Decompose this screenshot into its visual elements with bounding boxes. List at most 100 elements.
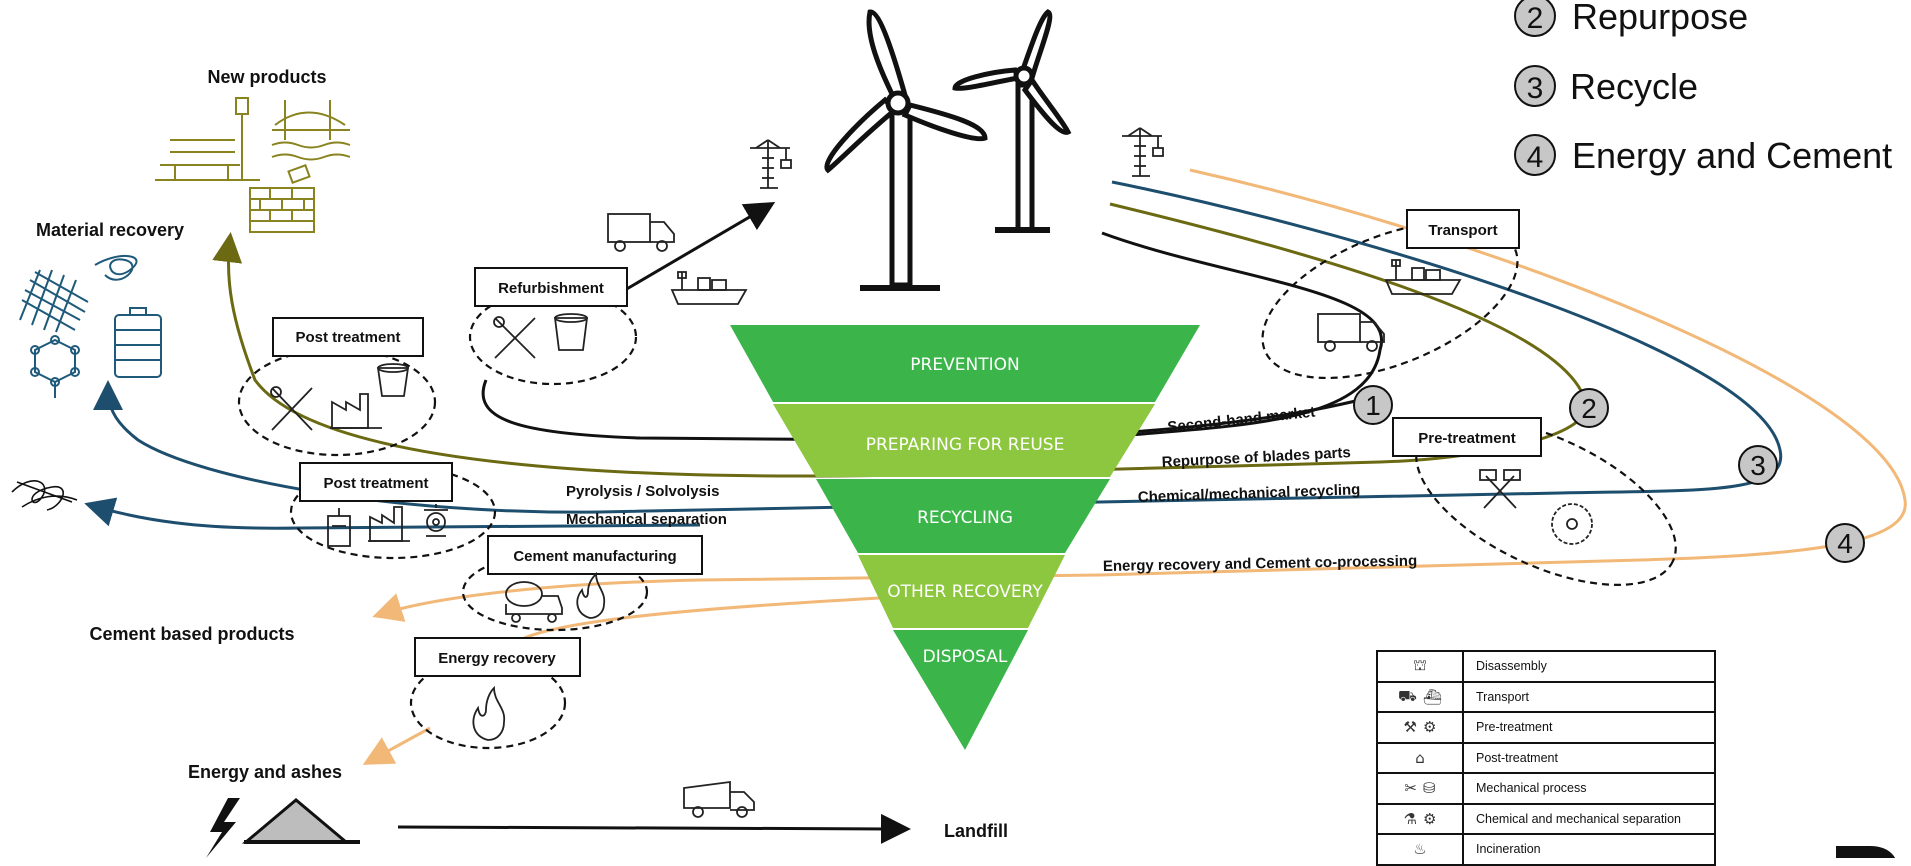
tier-label: OTHER RECOVERY — [887, 582, 1043, 602]
icon-legend-row: ⚗⚙Chemical and mechanical separation — [1378, 804, 1714, 835]
lab-icon — [327, 508, 351, 547]
svg-text:2: 2 — [1527, 2, 1544, 35]
chemical-mechanical-recycling-label: Chemical/mechanical recycling — [1138, 481, 1361, 506]
molecule-icon — [30, 335, 80, 398]
tier-disposal — [893, 630, 1028, 750]
flame-icon — [576, 571, 606, 619]
cement-manufacturing-group — [461, 552, 649, 632]
truck-icon — [607, 213, 675, 252]
factory-icon — [368, 506, 410, 542]
svg-text:Repurpose: Repurpose — [1572, 0, 1748, 37]
tier-label: DISPOSAL — [923, 647, 1008, 667]
bucket-icon — [376, 363, 410, 397]
dump-truck-icon — [683, 780, 755, 818]
gear-icon: ⚙ — [1423, 809, 1437, 828]
hammers-icon: ⚒ — [1403, 718, 1417, 737]
route-number-4: 4 — [1825, 523, 1865, 563]
svg-text:4: 4 — [1837, 528, 1853, 559]
fibre-tangle-icon — [94, 254, 138, 281]
svg-text:2: 2 — [1581, 393, 1597, 424]
tools-icon — [270, 386, 313, 431]
new-products-label: New products — [207, 67, 326, 87]
icon-legend-label: Pre-treatment — [1476, 720, 1553, 735]
refurbishment-group — [468, 288, 638, 386]
bricks-icon — [249, 164, 315, 233]
icon-legend-row: ♨Incineration — [1378, 835, 1714, 866]
waste-hierarchy-pyramid: PREVENTION PREPARING FOR REUSE RECYCLING… — [730, 325, 1200, 750]
bridge-icon — [271, 100, 351, 161]
icon-legend-label: Mechanical process — [1476, 781, 1587, 796]
svg-text:3: 3 — [1527, 72, 1544, 105]
tier-prevention — [730, 325, 1200, 402]
legend-item-recycle: 3 Recycle — [1514, 65, 1698, 107]
new-products-icons — [155, 97, 351, 233]
icon-legend-row: ⛟⛴ Transport — [1378, 682, 1714, 713]
svg-text:3: 3 — [1750, 450, 1766, 481]
crane-icon: ⛫ — [1413, 656, 1427, 675]
repurpose-blades-label: Repurpose of blades parts — [1161, 444, 1351, 471]
landfill-arrow — [397, 813, 911, 844]
logo-fragment — [1836, 846, 1895, 858]
svg-text:4: 4 — [1527, 141, 1544, 174]
material-recovery-icons — [19, 254, 162, 398]
flame-icon: ♨ — [1413, 840, 1427, 859]
tier-label: PREPARING FOR REUSE — [866, 435, 1065, 455]
tools-icon — [493, 316, 536, 359]
recycle-to-fibres-arrow — [84, 497, 701, 530]
ash-pile-icon — [241, 798, 360, 844]
refurbishment-box — [474, 267, 628, 307]
energy-recovery-box — [414, 637, 581, 677]
reuse-route-line — [1101, 231, 1384, 437]
saw-blade-icon: ⚙ — [1423, 718, 1437, 737]
pre-treatment-group — [1415, 418, 1677, 586]
bucket-icon — [553, 313, 589, 351]
bucket-icon: ⛁ — [1423, 779, 1436, 798]
wind-turbine-icon — [824, 9, 988, 291]
pre-treatment-label: Pre-treatment — [1418, 430, 1516, 447]
truck-icon: ⛟ — [1398, 686, 1417, 705]
refurbishment-label: Refurbishment — [498, 280, 604, 297]
tools-icon: ✂ — [1404, 779, 1417, 798]
material-recovery-label: Material recovery — [36, 220, 184, 240]
icon-legend-label: Chemical and mechanical separation — [1476, 811, 1681, 826]
transport-label: Transport — [1428, 222, 1497, 239]
icon-legend-table: ⛫Disassembly⛟⛴ Transport ⚒ ⚙ Pre-treatment ⌂P… — [1376, 650, 1716, 866]
icon-legend-row: ✂⛁Mechanical process — [1378, 774, 1714, 805]
crane-icon — [750, 139, 792, 189]
icon-legend-icons: ✂⛁ — [1378, 774, 1464, 803]
bench-icon — [155, 139, 260, 181]
saw-blade-icon — [1551, 503, 1593, 545]
refurb-to-turbine-arrow — [624, 201, 776, 292]
tier-label: RECYCLING — [917, 508, 1013, 528]
ship-icon — [670, 271, 748, 305]
energy-to-recovery-line — [519, 596, 881, 642]
icon-legend-label: Transport — [1476, 689, 1530, 704]
legend-item-energy-cement: 4 Energy and Cement — [1514, 134, 1892, 176]
fibres-icon — [11, 480, 78, 511]
legend-item-repurpose: 2 Repurpose — [1514, 0, 1748, 37]
tier-label: PREVENTION — [910, 355, 1019, 375]
energy-to-ashes-arrow — [362, 726, 431, 765]
icon-legend-row: ⌂Post-treatment — [1378, 743, 1714, 774]
lab-icon: ⚗ — [1403, 809, 1417, 828]
icon-legend-icons: ⚗⚙ — [1378, 804, 1464, 833]
cement-manufacturing-label: Cement manufacturing — [513, 548, 676, 565]
post-treatment-upper-label: Post treatment — [295, 329, 400, 346]
energy-route-line — [372, 168, 1907, 622]
cement-based-products-label: Cement based products — [89, 624, 294, 644]
icon-legend-row: ⚒ ⚙ Pre-treatment — [1378, 713, 1714, 744]
tier-recycling — [816, 479, 1110, 553]
repurpose-route-line — [212, 202, 1588, 478]
truck-icon — [1317, 313, 1385, 352]
barrel-icon — [114, 307, 162, 378]
energy-recovery-label: Energy recovery — [438, 650, 556, 667]
icon-legend-icons: ⛟⛴ — [1378, 682, 1464, 711]
factory-icon: ⌂ — [1415, 748, 1425, 767]
post-treatment-upper-box — [272, 317, 424, 357]
crane-icon — [1122, 127, 1164, 177]
svg-text:1: 1 — [1365, 390, 1381, 421]
icon-legend-row: ⛫Disassembly — [1378, 652, 1714, 683]
mechanical-separation-label: Mechanical separation — [566, 511, 727, 528]
gear-icon — [424, 504, 448, 537]
route-number-2: 2 — [1569, 388, 1609, 428]
